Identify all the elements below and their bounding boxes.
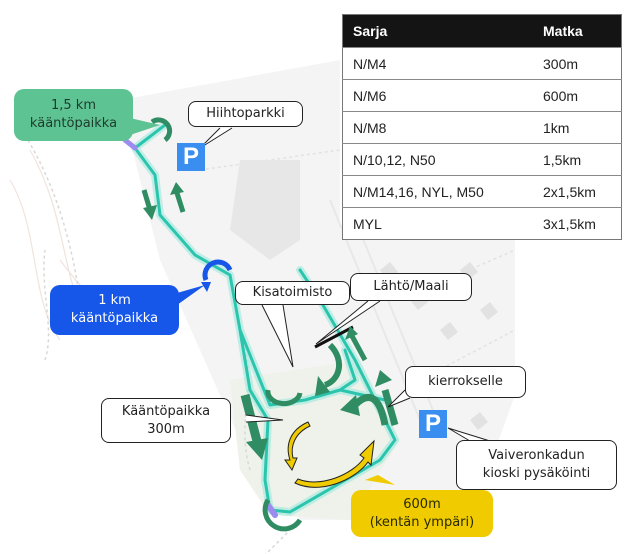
- distance-cell: 3x1,5km: [533, 207, 622, 240]
- start-finish-line: [314, 325, 354, 349]
- to-loop-callout: kierrokselle: [405, 366, 526, 398]
- arrow-up-finish-icon: [345, 326, 368, 362]
- distance-cell: 1km: [533, 111, 622, 144]
- turnaround-1km-callout: 1 km kääntöpaikka: [50, 285, 179, 335]
- series-cell: N/M8: [342, 111, 533, 144]
- race-office-callout: Kisatoimisto: [235, 281, 350, 305]
- callout-text: Hiihtoparkki: [206, 106, 285, 121]
- callout-line: kioski pysäköinti: [482, 466, 591, 481]
- arrow-up-icon: [170, 182, 186, 213]
- turnaround-300m-icon: [265, 389, 303, 407]
- direction-arrows: [141, 117, 399, 532]
- turnaround-15km-callout: 1,5 km kääntöpaikka: [14, 89, 133, 141]
- loop-arrows: [284, 421, 375, 488]
- distance-cell: 1,5km: [533, 143, 622, 176]
- parking-icon-ski: P: [177, 143, 205, 171]
- series-cell: N/M4: [342, 47, 533, 80]
- series-cell: N/10,12, N50: [342, 143, 533, 176]
- turnaround-15km-icon: [150, 117, 173, 143]
- callout-text: Lähtö/Maali: [373, 279, 449, 294]
- series-cell: N/M14,16, NYL, M50: [342, 175, 533, 208]
- callout-line: 1,5 km: [51, 98, 96, 113]
- loop-600m-callout: 600m (kentän ympäri): [351, 490, 493, 537]
- callout-line: 1 km: [98, 293, 131, 308]
- callout-line: 600m: [403, 496, 441, 512]
- arrow-down-icon: [141, 189, 157, 220]
- turnaround-1km-icon: [201, 259, 233, 292]
- kiosk-parking-callout: Vaiveronkadun kioski pysäköinti: [456, 440, 617, 490]
- turnaround-bottom-icon: [262, 498, 303, 532]
- callout-line: Vaiveronkadun: [488, 448, 585, 463]
- loop-arrow-left-icon: [284, 421, 311, 472]
- callout-text: kierrokselle: [428, 374, 503, 389]
- turnaround-300m-callout: Kääntöpaikka 300m: [101, 398, 231, 443]
- parking-icon-kiosk: P: [419, 410, 447, 438]
- start-finish-callout: Lähtö/Maali: [350, 273, 472, 301]
- callout-line: kääntöpaikka: [29, 116, 118, 131]
- distance-cell: 600m: [533, 79, 622, 112]
- loop-arrow-bottom-icon: [294, 439, 375, 488]
- header-series: Sarja: [342, 14, 533, 48]
- distance-cell: 300m: [533, 47, 622, 80]
- callout-line: (kentän ympäri): [369, 514, 475, 530]
- table-header-row: Sarja Matka: [342, 14, 622, 48]
- ski-parking-callout: Hiihtoparkki: [188, 101, 303, 127]
- series-cell: N/M6: [342, 79, 533, 112]
- callout-text: Kisatoimisto: [252, 285, 333, 300]
- callout-line: 300m: [147, 421, 185, 437]
- header-distance: Matka: [533, 14, 622, 48]
- arrow-to-loop-icon: [340, 370, 399, 426]
- distance-cell: 2x1,5km: [533, 175, 622, 208]
- series-cell: MYL: [342, 207, 533, 240]
- callout-line: Kääntöpaikka: [121, 403, 211, 419]
- arrow-start-icon: [315, 342, 342, 396]
- callout-line: kääntöpaikka: [70, 311, 159, 326]
